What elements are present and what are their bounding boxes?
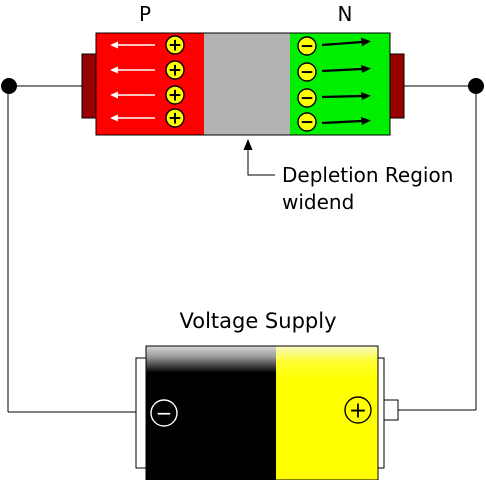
minus-sign: − [300, 63, 314, 83]
plus-sign: + [168, 86, 182, 106]
battery-positive-body [276, 346, 378, 480]
battery: − + [135, 345, 399, 480]
black-arrow-right-icon [321, 92, 371, 100]
left-terminal-node [1, 78, 17, 94]
minus-sign: − [300, 89, 314, 109]
black-arrow-right-icon [321, 65, 371, 73]
plus-sign: + [168, 109, 182, 129]
battery-positive-nub [383, 399, 399, 421]
white-arrow-left-icon [110, 41, 155, 49]
battery-negative-body [146, 346, 276, 480]
depletion-region [204, 33, 290, 135]
battery-positive-cap [377, 357, 385, 469]
minus-sign: − [300, 113, 314, 133]
white-arrow-left-icon [110, 91, 155, 99]
black-arrow-right-icon [321, 117, 371, 125]
n-carrier-row: − [297, 88, 371, 109]
battery-minus-sign: − [156, 401, 173, 425]
battery-positive-symbol: + [344, 396, 372, 424]
p-carrier-row: + [110, 60, 185, 81]
depletion-label-line2: widend [282, 190, 354, 214]
minus-charge-icon: − [297, 112, 317, 133]
p-region [96, 33, 204, 135]
p-carrier-row: + [110, 108, 185, 129]
plus-charge-icon: + [165, 108, 185, 129]
depletion-label-line1: Depletion Region [282, 163, 453, 187]
callout-leader-line [247, 148, 275, 176]
minus-circle-icon [150, 399, 178, 427]
minus-charge-icon: − [297, 62, 317, 83]
minus-sign: − [300, 37, 314, 57]
p-region-label: P [139, 2, 151, 26]
callout-arrow-up-icon [243, 139, 253, 150]
battery-negative-symbol: − [150, 399, 178, 427]
p-contact [81, 53, 97, 119]
minus-charge-icon: − [297, 36, 317, 57]
junction-outline [95, 32, 391, 136]
plus-charge-icon: + [165, 35, 185, 56]
p-carrier-row: + [110, 35, 185, 56]
plus-charge-icon: + [165, 60, 185, 81]
battery-plus-sign: + [349, 399, 367, 424]
plus-circle-icon [344, 396, 372, 424]
n-carrier-row: − [297, 36, 371, 57]
plus-sign: + [168, 61, 182, 81]
n-carriers: − − − [297, 36, 371, 133]
circuit-wires [7, 85, 477, 413]
n-carrier-row: − [297, 62, 371, 83]
minus-charge-icon: − [297, 88, 317, 109]
p-carrier-row: + [110, 85, 185, 106]
n-contact [389, 53, 405, 119]
right-terminal-node [468, 78, 484, 94]
depletion-callout: Depletion Region widend [243, 139, 453, 214]
n-region-label: N [338, 2, 353, 26]
white-arrow-left-icon [110, 114, 155, 122]
plus-charge-icon: + [165, 85, 185, 106]
black-arrow-right-icon [321, 37, 371, 47]
n-carrier-row: − [297, 112, 371, 133]
white-arrow-left-icon [110, 66, 155, 74]
p-carriers: + + + [110, 35, 185, 129]
plus-sign: + [168, 36, 182, 56]
voltage-supply-label: Voltage Supply [179, 309, 336, 333]
